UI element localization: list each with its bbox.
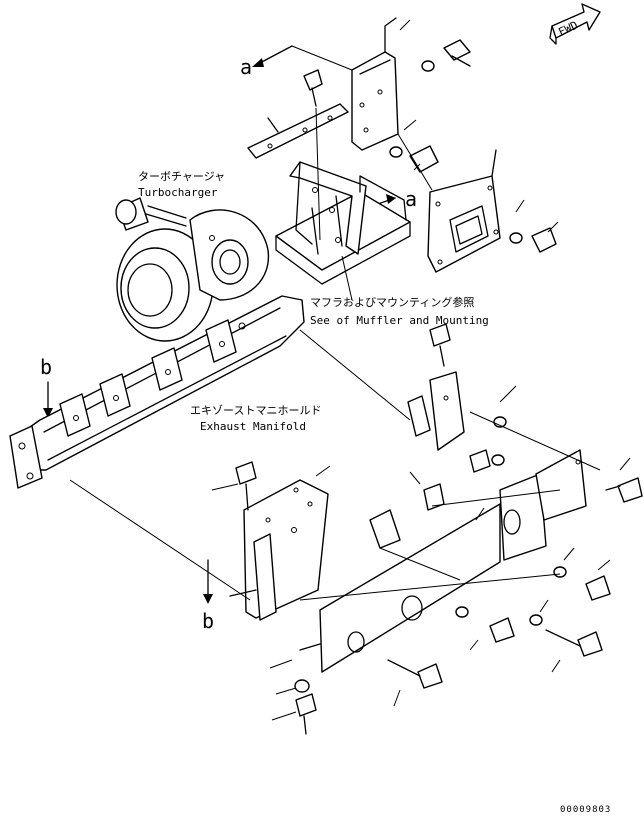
reference-arrow-icon <box>43 381 53 418</box>
reference-arrow-icon <box>203 559 213 604</box>
assembly-lines <box>69 19 631 721</box>
ref-a-right-label: a <box>405 187 417 211</box>
gasket-plate <box>427 149 501 273</box>
turbocharger-label-en: Turbocharger <box>138 186 218 199</box>
spacer <box>369 395 445 549</box>
manifold-label-en: Exhaust Manifold <box>200 420 306 433</box>
turbocharger <box>115 197 270 356</box>
bolt <box>235 39 643 735</box>
drawing-code: 00009803 <box>560 805 611 815</box>
side-bracket <box>429 371 587 521</box>
heat-shield-bracket <box>351 17 399 151</box>
fwd-arrow-icon: FWD <box>549 3 601 45</box>
lower-bracket <box>229 473 547 673</box>
manifold-label-jp: エキゾーストマニホールド <box>190 404 321 417</box>
flat-plate <box>247 103 349 159</box>
mounting-bracket <box>275 161 411 285</box>
exhaust-manifold <box>9 295 305 489</box>
ref-b-left-label: b <box>40 355 52 379</box>
turbocharger-label-jp: ターボチャージャ <box>138 170 225 183</box>
reference-arrow-icon <box>252 45 293 67</box>
ref-b-bottom-label: b <box>202 609 214 633</box>
muffler-label-jp: マフラおよびマウンティング参照 <box>310 295 474 309</box>
muffler-label-en: See of Muffler and Mounting <box>310 314 489 327</box>
ref-a-top-label: a <box>240 55 252 79</box>
washer <box>294 60 567 693</box>
